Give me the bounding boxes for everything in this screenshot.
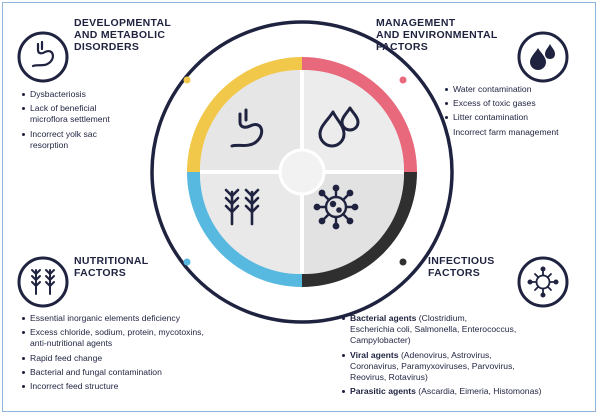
list-item: Incorrect feed structure bbox=[22, 381, 262, 392]
management-title: MANAGEMENT AND ENVIRONMENTAL FACTORS bbox=[376, 17, 498, 53]
virus-icon bbox=[313, 184, 359, 230]
list-item: Dysbacteriosis bbox=[22, 89, 172, 100]
connector-dot-pink bbox=[399, 76, 407, 84]
stomach-icon bbox=[31, 40, 55, 68]
arc-management bbox=[302, 57, 417, 172]
stomach-icon bbox=[230, 108, 264, 148]
bacterial-label: Bacterial agents bbox=[350, 313, 417, 323]
quadrant-nutritional bbox=[200, 174, 300, 274]
quadrant-management bbox=[304, 70, 404, 170]
water-drops-icon bbox=[318, 106, 360, 148]
list-item: Parasitic agents (Ascardia, Eimeria, His… bbox=[342, 386, 592, 397]
list-item: Excess chloride, sodium, protein, mycoto… bbox=[22, 327, 262, 349]
list-item: Water contamination bbox=[445, 84, 590, 95]
infectious-title: INFECTIOUS FACTORS bbox=[428, 255, 495, 279]
infectious-badge bbox=[517, 256, 569, 308]
nutritional-title: NUTRITIONAL FACTORS bbox=[74, 255, 149, 279]
arc-infectious bbox=[302, 172, 417, 287]
outer-ring bbox=[150, 20, 454, 324]
viral-label: Viral agents bbox=[350, 349, 399, 360]
list-item: Bacterial and fungal contamination bbox=[22, 367, 262, 378]
developmental-title: DEVELOPMENTAL AND METABOLIC DISORDERS bbox=[74, 17, 172, 53]
list-item: Essential inorganic elements deficiency bbox=[22, 313, 262, 324]
wheat-icon bbox=[31, 269, 55, 295]
water-drops-icon bbox=[530, 44, 555, 70]
management-list: Water contamination Excess of toxic gase… bbox=[445, 84, 590, 141]
wheat-icon bbox=[224, 188, 260, 226]
list-item: Incorrect farm management bbox=[445, 127, 590, 138]
list-item: Viral agents (Adenovirus, Astrovirus, Co… bbox=[342, 350, 592, 384]
parasitic-label: Parasitic agents bbox=[350, 386, 416, 397]
management-badge bbox=[517, 31, 569, 83]
list-item: Rapid feed change bbox=[22, 353, 262, 364]
arc-nutritional bbox=[187, 172, 302, 287]
connector-dot-blue bbox=[183, 258, 191, 266]
center-hub bbox=[278, 148, 326, 196]
connector-dot-yellow bbox=[183, 76, 191, 84]
list-item: Litter contamination bbox=[445, 112, 590, 123]
quadrant-developmental bbox=[200, 70, 300, 170]
arc-developmental bbox=[187, 57, 302, 172]
list-item: Bacterial agents (Clostridium, Escherich… bbox=[342, 313, 592, 347]
list-item: Excess of toxic gases bbox=[445, 98, 590, 109]
nutritional-list: Essential inorganic elements deficiency … bbox=[22, 313, 262, 395]
quadrant-infectious bbox=[304, 174, 404, 274]
infectious-list: Bacterial agents (Clostridium, Escherich… bbox=[342, 313, 592, 400]
developmental-badge bbox=[17, 31, 69, 83]
connector-dot-dark bbox=[399, 258, 407, 266]
nutritional-badge bbox=[17, 256, 69, 308]
virus-icon bbox=[527, 266, 559, 298]
